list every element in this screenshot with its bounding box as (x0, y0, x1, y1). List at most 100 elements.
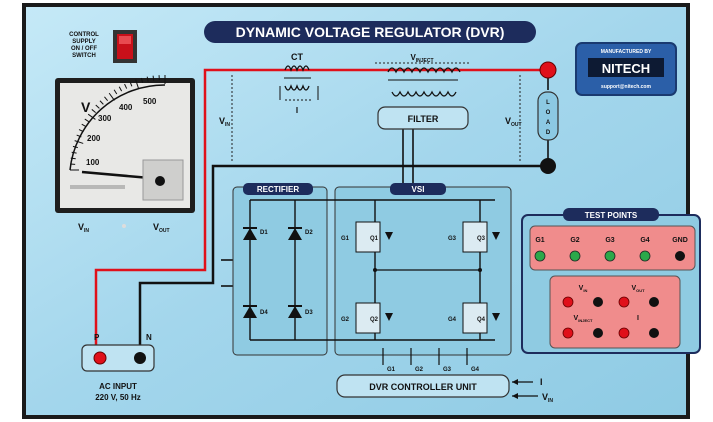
load-block: L O A D (537, 91, 559, 141)
meter-tick (129, 81, 133, 87)
injection-transformer: VINJECT (387, 53, 461, 97)
test-socket-vout-negative[interactable] (649, 297, 659, 307)
svg-text:VOUT: VOUT (631, 285, 645, 293)
meter-label-vout: VOUT (153, 222, 170, 234)
svg-text:G2: G2 (570, 237, 579, 244)
meter-tick (124, 83, 128, 89)
meter-tick (76, 134, 82, 138)
manufacturer-badge: MANUFACTURED BY NITECH support@nitech.co… (575, 42, 677, 96)
svg-text:G3: G3 (443, 367, 452, 373)
test-socket-g4[interactable] (639, 250, 651, 262)
switch-q1: G1 Q1 (341, 221, 393, 253)
meter-label-vin: VIN (78, 222, 89, 234)
test-socket-g1[interactable] (534, 250, 546, 262)
meter-scale-100: 100 (86, 158, 100, 167)
meter-tick (108, 92, 115, 101)
meter-scale-400: 400 (119, 103, 133, 112)
supply-switch[interactable] (113, 30, 137, 63)
manufacturer-logo: NITECH (602, 61, 650, 76)
svg-text:D4: D4 (260, 310, 268, 316)
svg-text:VSI: VSI (412, 185, 425, 194)
svg-text:P: P (94, 333, 100, 342)
svg-text:G1: G1 (341, 236, 350, 242)
meter-tick (99, 100, 104, 105)
svg-text:N: N (146, 333, 152, 342)
test-socket-vinject-negative[interactable] (593, 328, 603, 338)
test-socket-vinject-positive[interactable] (562, 327, 574, 339)
meter-zero-adjust[interactable] (155, 176, 165, 186)
test-points-panel: TEST POINTS G1 G2 G3 G4 GND VIN VOUT VIN… (521, 208, 701, 354)
svg-text:AC INPUT: AC INPUT (99, 382, 137, 391)
svg-text:Q3: Q3 (477, 236, 486, 242)
panel-title: DYNAMIC VOLTAGE REGULATOR (DVR) (204, 21, 536, 43)
test-socket-g3[interactable] (604, 250, 616, 262)
svg-text:D: D (546, 130, 551, 136)
test-socket-i-positive[interactable] (618, 327, 630, 339)
meter-tick (113, 89, 118, 95)
svg-text:GND: GND (672, 237, 688, 244)
meter-scale-500: 500 (143, 97, 157, 106)
dvr-controller-unit: DVR CONTROLLER UNIT (336, 374, 510, 398)
meter-tick (84, 118, 90, 123)
wire-black-neutral (138, 164, 548, 355)
svg-text:support@nitech.com: support@nitech.com (601, 84, 651, 90)
output-terminal-black[interactable] (540, 158, 556, 174)
vout-label: VOUT (505, 116, 522, 128)
meter-unit: V (81, 99, 91, 115)
diode-d4: D4 (243, 305, 268, 318)
meter-tick (140, 77, 144, 83)
meter-tick (87, 113, 96, 120)
svg-text:DYNAMIC VOLTAGE REGULATOR (DVR: DYNAMIC VOLTAGE REGULATOR (DVR) (236, 24, 505, 40)
meter-tick (146, 76, 149, 82)
ac-input-socket-p[interactable] (93, 351, 107, 365)
svg-text:O: O (546, 110, 551, 116)
svg-text:VINJECT: VINJECT (574, 315, 593, 323)
svg-text:G1: G1 (387, 367, 396, 373)
meter-tick (152, 75, 155, 81)
ac-input-socket-n[interactable] (134, 352, 146, 364)
test-socket-i-negative[interactable] (649, 328, 659, 338)
meter-tick (78, 129, 84, 133)
controller-side-inputs: I VIN (512, 377, 553, 404)
dimension-lines (231, 62, 521, 162)
meter-tick (81, 123, 87, 128)
current-transformer: CT I (279, 52, 319, 115)
svg-text:Q1: Q1 (370, 236, 379, 242)
svg-text:VINJECT: VINJECT (410, 53, 433, 64)
meter-needle (81, 170, 151, 180)
rectifier-block: RECTIFIER (232, 183, 328, 356)
voltmeter: V 100 200 300 400 500 (55, 75, 195, 213)
svg-text:SWITCH: SWITCH (72, 53, 96, 59)
switch-q3: G3 Q3 (448, 221, 500, 253)
svg-text:DVR CONTROLLER UNIT: DVR CONTROLLER UNIT (369, 382, 477, 392)
output-terminal-red[interactable] (539, 61, 557, 79)
svg-text:I: I (637, 315, 639, 322)
meter-tick (74, 140, 84, 144)
meter-tick (95, 104, 100, 109)
test-socket-vin-negative[interactable] (593, 297, 603, 307)
test-socket-gnd[interactable] (675, 251, 685, 261)
svg-text:ON / OFF: ON / OFF (71, 46, 97, 52)
svg-text:L: L (546, 100, 550, 106)
meter-tick (70, 157, 76, 160)
svg-text:VIN: VIN (579, 285, 588, 293)
svg-text:G4: G4 (640, 237, 649, 244)
svg-text:G3: G3 (605, 237, 614, 244)
svg-text:I: I (540, 377, 543, 387)
svg-text:D3: D3 (305, 310, 313, 316)
test-socket-vin-positive[interactable] (562, 296, 574, 308)
svg-text:FILTER: FILTER (408, 114, 439, 124)
test-socket-g2[interactable] (569, 250, 581, 262)
filter-block: FILTER (377, 106, 469, 130)
svg-text:VIN: VIN (542, 392, 553, 404)
svg-text:TEST POINTS: TEST POINTS (585, 211, 638, 220)
svg-text:MANUFACTURED BY: MANUFACTURED BY (601, 49, 652, 55)
supply-switch-label: CONTROL SUPPLY ON / OFF SWITCH (69, 32, 99, 59)
svg-text:D1: D1 (260, 230, 268, 236)
svg-text:CONTROL: CONTROL (69, 32, 99, 38)
test-socket-vout-positive[interactable] (618, 296, 630, 308)
wire-red-phase (94, 68, 548, 355)
svg-text:RECTIFIER: RECTIFIER (257, 185, 299, 194)
svg-text:G1: G1 (535, 237, 544, 244)
svg-text:D2: D2 (305, 230, 313, 236)
